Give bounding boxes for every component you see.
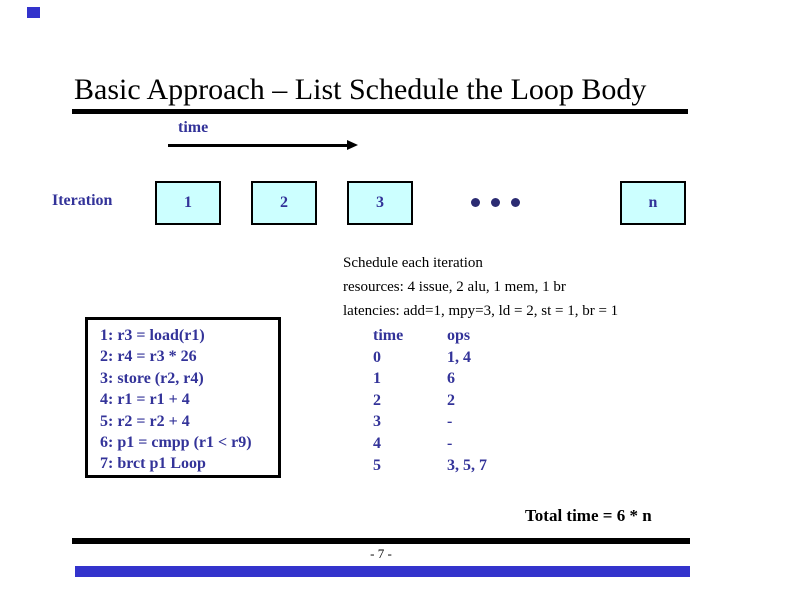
- code-line: 7: brct p1 Loop: [100, 455, 206, 473]
- title-underline: [72, 109, 688, 114]
- table-cell-time: 3: [373, 413, 381, 431]
- iteration-label: Iteration: [52, 192, 113, 209]
- schedule-note-line-3: latencies: add=1, mpy=3, ld = 2, st = 1,…: [343, 303, 619, 319]
- iteration-box-2-label: 2: [280, 194, 288, 211]
- table-row: 3 -: [373, 411, 487, 433]
- code-line: 6: p1 = cmpp (r1 < r9): [100, 434, 252, 452]
- page-title: Basic Approach – List Schedule the Loop …: [74, 73, 647, 106]
- total-time-label: Total time = 6 * n: [525, 506, 652, 525]
- table-cell-time: 0: [373, 348, 381, 366]
- iteration-box-n-label: n: [648, 194, 658, 211]
- footer-divider: [72, 538, 690, 544]
- table-header-time: time: [373, 327, 404, 344]
- schedule-note-line-1: Schedule each iteration: [343, 255, 483, 271]
- code-line: 4: r1 = r1 + 4: [100, 391, 190, 409]
- table-cell-time: 4: [373, 434, 381, 452]
- table-row: 2 2: [373, 390, 487, 412]
- table-row: 4 -: [373, 433, 487, 455]
- time-axis-label: time: [178, 119, 209, 136]
- iteration-box-n: n: [620, 181, 686, 225]
- iteration-box-3-label: 3: [376, 194, 384, 211]
- table-row: 0 1, 4: [373, 347, 487, 369]
- table-cell-ops: 3, 5, 7: [447, 456, 487, 474]
- table-cell-ops: -: [447, 413, 453, 431]
- table-row: 5 3, 5, 7: [373, 455, 487, 477]
- table-cell-ops: 2: [447, 391, 455, 409]
- schedule-note: Schedule each iteration resources: 4 iss…: [343, 251, 618, 323]
- iteration-box-1: 1: [155, 181, 221, 225]
- ellipsis-dots-icon: [471, 198, 520, 207]
- template-corner-square: [27, 7, 40, 18]
- schedule-table: time ops 0 1, 4 1 6 2 2 3 - 4 - 5 3, 5, …: [373, 325, 487, 476]
- table-row: 1 6: [373, 368, 487, 390]
- code-line: 2: r4 = r3 * 26: [100, 348, 197, 366]
- iteration-box-1-label: 1: [184, 194, 192, 211]
- code-line: 1: r3 = load(r1): [100, 327, 205, 344]
- dot-icon: [471, 198, 480, 207]
- right-arrow-head-icon: [347, 140, 358, 150]
- dot-icon: [511, 198, 520, 207]
- table-cell-ops: 6: [447, 370, 455, 388]
- table-cell-time: 1: [373, 370, 381, 388]
- table-cell-time: 5: [373, 456, 381, 474]
- table-cell-time: 2: [373, 391, 381, 409]
- code-line: 5: r2 = r2 + 4: [100, 412, 190, 430]
- dot-icon: [491, 198, 500, 207]
- page-number: - 7 -: [370, 546, 392, 561]
- table-header-row: time ops: [373, 325, 487, 347]
- table-cell-ops: 1, 4: [447, 348, 471, 366]
- iteration-box-3: 3: [347, 181, 413, 225]
- loop-code-box: 1: r3 = load(r1) 2: r4 = r3 * 26 3: stor…: [85, 317, 281, 478]
- template-bottom-bar: [75, 566, 690, 577]
- right-arrow-icon: [168, 144, 348, 147]
- table-header-ops: ops: [447, 327, 471, 344]
- schedule-note-line-2: resources: 4 issue, 2 alu, 1 mem, 1 br: [343, 279, 566, 295]
- iteration-box-2: 2: [251, 181, 317, 225]
- code-line: 3: store (r2, r4): [100, 369, 204, 387]
- table-cell-ops: -: [447, 434, 453, 452]
